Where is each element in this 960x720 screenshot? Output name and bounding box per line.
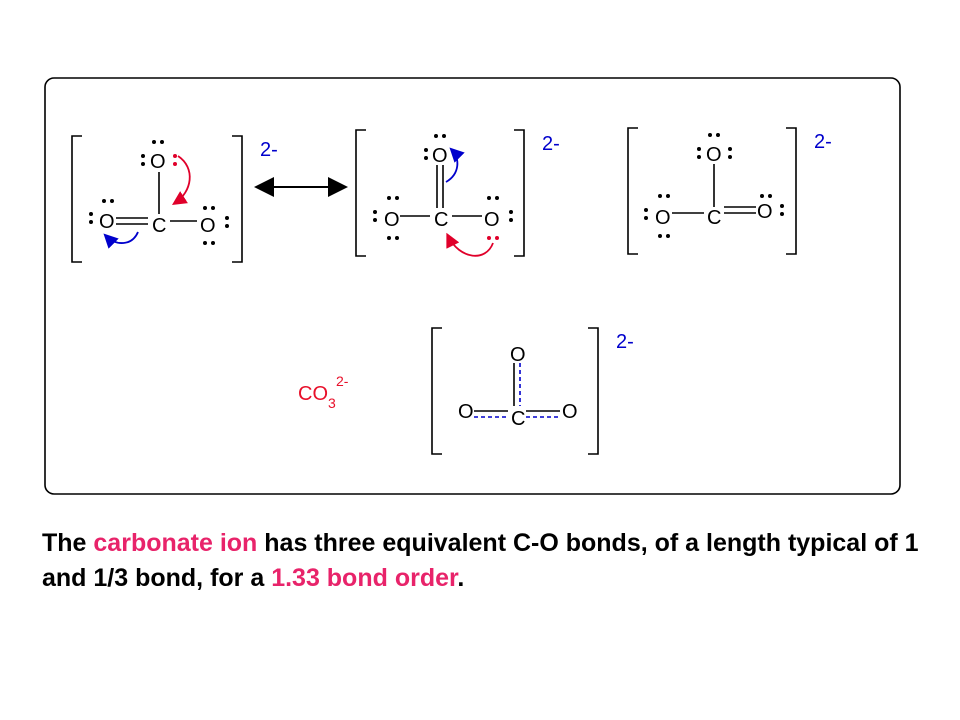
bracket-left xyxy=(431,327,442,455)
electron-arrow-red xyxy=(171,155,191,205)
formula-subscript: 3 xyxy=(328,395,336,411)
charge-label: 2- xyxy=(616,331,634,353)
atom-top-o: O xyxy=(150,151,166,173)
bracket-right xyxy=(588,327,599,455)
atom-right-o: O xyxy=(200,215,216,237)
atom-right-o: O xyxy=(757,201,773,223)
caption-part-3: . xyxy=(457,564,465,592)
bracket-right xyxy=(232,135,243,263)
charge-label: 2- xyxy=(814,131,832,153)
atom-center-c: C xyxy=(511,408,525,430)
resonance-structure-3: 2- O C O O xyxy=(627,127,832,255)
electron-arrow-blue xyxy=(445,147,465,183)
formula-superscript: 2- xyxy=(336,373,349,389)
bracket-right xyxy=(514,129,525,257)
bracket-left xyxy=(627,127,638,255)
atom-center-c: C xyxy=(434,209,448,231)
atom-center-c: C xyxy=(152,215,166,237)
lone-pairs xyxy=(644,133,784,238)
atom-left-o: O xyxy=(99,211,115,233)
caption: The carbonate ion has three equivalent C… xyxy=(42,526,942,596)
resonance-structure-1: 2- O C O O xyxy=(71,135,278,263)
electron-arrow-blue xyxy=(103,231,139,249)
atom-left-o: O xyxy=(384,209,400,231)
atom-top-o: O xyxy=(706,144,722,166)
atom-left-o: O xyxy=(655,207,671,229)
atom-top-o: O xyxy=(510,344,526,366)
resonance-hybrid: CO 3 2- 2- O C O O xyxy=(298,327,634,455)
lone-pairs xyxy=(89,140,229,245)
diagram-frame xyxy=(44,77,901,495)
carbonate-diagram: 2- O C O O 2- xyxy=(44,77,901,495)
atom-right-o: O xyxy=(562,401,578,423)
lone-pairs xyxy=(373,134,513,240)
atom-center-c: C xyxy=(707,207,721,229)
caption-highlight-bond-order: 1.33 bond order xyxy=(271,564,458,592)
caption-part-1: The xyxy=(42,529,94,557)
charge-label: 2- xyxy=(260,139,278,161)
electron-arrow-red xyxy=(446,232,494,257)
bracket-right xyxy=(786,127,797,255)
formula-base: CO xyxy=(298,383,328,405)
charge-label: 2- xyxy=(542,133,560,155)
bracket-left xyxy=(71,135,82,263)
atom-left-o: O xyxy=(458,401,474,423)
atom-right-o: O xyxy=(484,209,500,231)
atom-top-o: O xyxy=(432,145,448,167)
caption-part-2: has three equivalent C-O bonds, of a len… xyxy=(42,529,919,592)
caption-highlight-carbonate-ion: carbonate ion xyxy=(93,529,258,557)
bracket-left xyxy=(355,129,366,257)
resonance-structure-2: 2- O C O O xyxy=(355,129,560,257)
